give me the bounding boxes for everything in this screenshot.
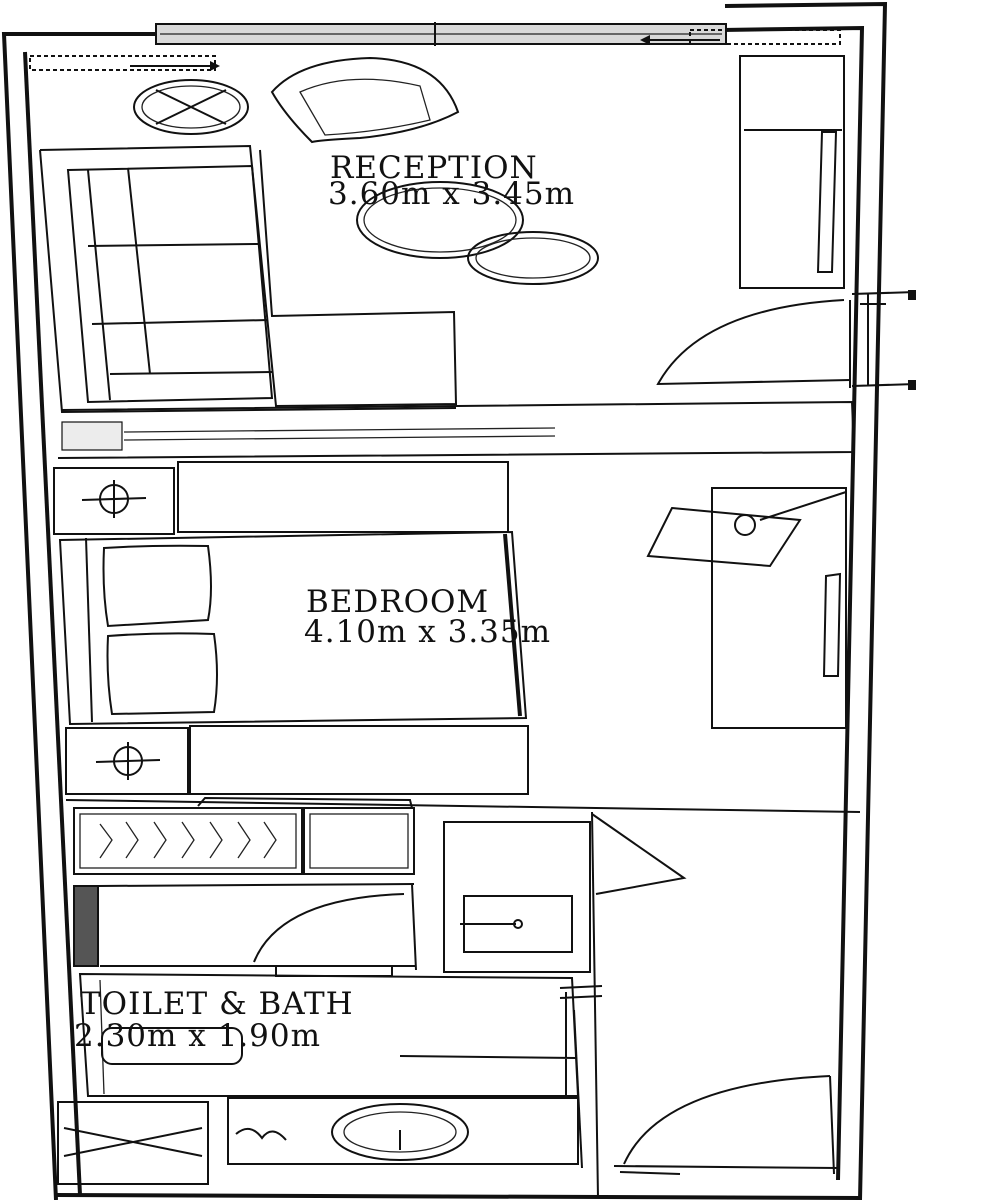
toilet-bath-label: TOILET & BATH 2.30m x 1.90m (74, 986, 354, 1054)
ac-unit-right (640, 29, 841, 45)
armchair-icon (270, 56, 460, 144)
shoe-rack-icon (73, 796, 413, 875)
toilet-bath-name: TOILET & BATH (80, 986, 354, 1022)
bed-icon (58, 530, 528, 726)
desk-chair-icon (646, 491, 847, 568)
washbasin-icon (331, 1103, 469, 1161)
reception-size: 3.60m x 3.45m (328, 176, 575, 212)
wardrobe-icon (739, 55, 845, 289)
side-table-icon (133, 79, 249, 135)
bathroom-door-icon (613, 1075, 839, 1175)
partition-wall-reception-bedroom (57, 400, 856, 459)
bedroom-label: BEDROOM 4.10m x 3.35m (304, 584, 551, 650)
toilet-bath-size: 2.30m x 1.90m (74, 1018, 321, 1054)
bedroom-size: 4.10m x 3.35m (304, 614, 551, 650)
sofa-icon (39, 144, 458, 414)
ac-unit-left (29, 55, 220, 71)
reception-label: RECEPTION 3.60m x 3.45m (328, 150, 575, 212)
reception-name: RECEPTION (330, 150, 538, 186)
headboard-top (177, 461, 509, 533)
refrigerator-icon (443, 813, 687, 973)
entrance-door-icon (656, 290, 917, 390)
shower-partition-icon (57, 1101, 209, 1185)
toilet-door-icon (253, 893, 405, 977)
bedroom-wardrobe-icon (711, 487, 847, 729)
nightstand-bottom (65, 727, 189, 795)
cabinet-icon (303, 807, 415, 875)
headboard-bottom (189, 725, 529, 795)
top-window (155, 22, 727, 46)
coffee-table-icon (356, 181, 599, 285)
bathtub-icon (78, 972, 603, 1097)
toilet-icon (227, 1097, 579, 1165)
bedroom-name: BEDROOM (306, 584, 489, 620)
nightstand-top (53, 467, 175, 535)
